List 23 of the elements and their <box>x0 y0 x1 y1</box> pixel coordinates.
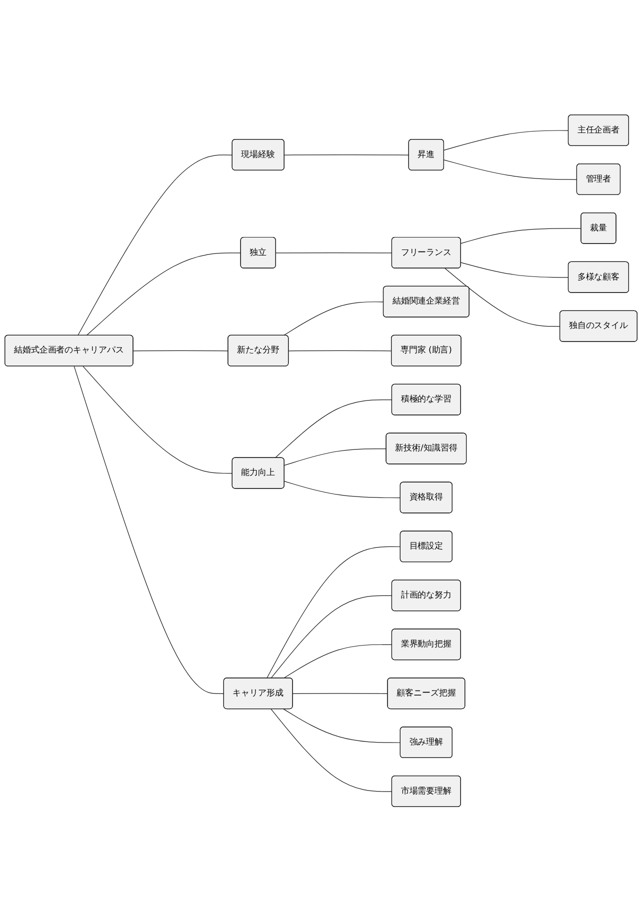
connector <box>283 644 392 678</box>
connector <box>270 708 392 792</box>
connector <box>74 366 224 694</box>
connector <box>284 448 387 466</box>
connector <box>460 262 569 278</box>
connector <box>288 350 392 351</box>
connector <box>283 301 384 336</box>
connector <box>444 130 569 150</box>
connector <box>86 252 242 336</box>
connector <box>444 159 578 180</box>
connector <box>284 480 401 498</box>
connector <box>78 154 233 336</box>
connector <box>274 399 392 458</box>
connector <box>276 252 392 253</box>
connector <box>460 228 582 244</box>
connector <box>133 350 229 351</box>
connector <box>283 708 401 743</box>
connector <box>266 546 401 678</box>
connector <box>270 595 392 678</box>
connector <box>444 268 560 326</box>
connector <box>82 366 233 474</box>
connector <box>292 692 388 694</box>
connector <box>284 154 410 156</box>
